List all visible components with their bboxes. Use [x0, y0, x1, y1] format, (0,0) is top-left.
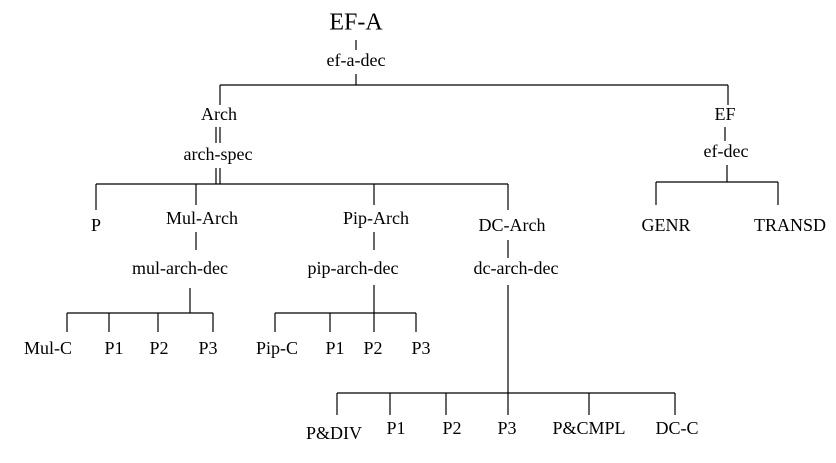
- arch-spec-label: arch-spec: [184, 144, 253, 164]
- mul-p1-node-label: P1: [104, 338, 123, 358]
- pip-arch-node-label: Pip-Arch: [343, 208, 409, 228]
- mul-p3-node-label: P3: [198, 338, 217, 358]
- ef-node-label: EF: [714, 104, 735, 124]
- mul-arch-dec-label: mul-arch-dec: [132, 258, 228, 278]
- dc-p1-node-label: P1: [386, 418, 405, 438]
- p-node-label: P: [91, 215, 101, 235]
- pip-p2-node-label: P2: [363, 338, 382, 358]
- ef-decomposition-label: ef-dec: [704, 141, 749, 161]
- genr-node-label: GENR: [642, 215, 691, 235]
- mul-c-node-label: Mul-C: [24, 338, 72, 358]
- pip-arch-dec-label: pip-arch-dec: [308, 258, 399, 278]
- root-decomposition-label: ef-a-dec: [327, 50, 386, 70]
- arch-node-label: Arch: [201, 104, 237, 124]
- dc-c-node-label: DC-C: [655, 418, 698, 438]
- dc-pcmpl-node-label: P&CMPL: [552, 418, 625, 438]
- pip-p3-node-label: P3: [411, 338, 430, 358]
- dc-pdiv-node-label: P&DIV: [306, 423, 362, 443]
- dc-arch-dec-label: dc-arch-dec: [474, 258, 559, 278]
- dc-arch-node-label: DC-Arch: [479, 215, 546, 235]
- mul-p2-node-label: P2: [149, 338, 168, 358]
- mul-arch-node-label: Mul-Arch: [166, 208, 238, 228]
- dc-p3-node-label: P3: [497, 418, 516, 438]
- pip-p1-node-label: P1: [325, 338, 344, 358]
- dc-p2-node-label: P2: [442, 418, 461, 438]
- root-node-label: EF-A: [329, 10, 383, 36]
- pip-c-node-label: Pip-C: [256, 338, 298, 358]
- transd-node-label: TRANSD: [754, 215, 826, 235]
